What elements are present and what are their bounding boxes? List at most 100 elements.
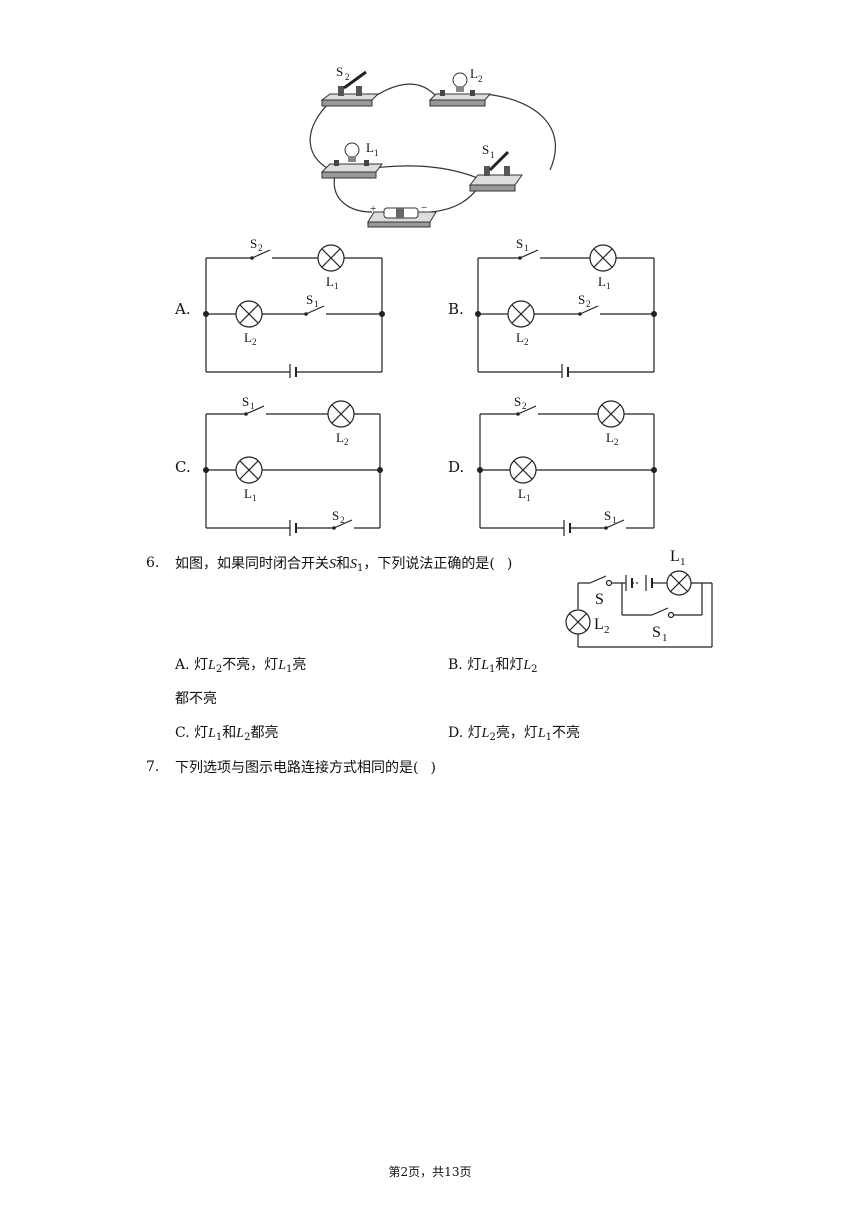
q6-var-s1: S [350, 557, 357, 572]
q6-var-s1-sub: 1 [357, 563, 364, 574]
q6-option-a-text2: 不亮，灯 [222, 657, 279, 673]
q6-stem-c: ，下列说法正确的是( [363, 556, 495, 572]
q6-fig-l2: L [594, 616, 604, 633]
option-b-mid-switch: S [578, 292, 585, 307]
option-d-bottom-switch: S [604, 508, 611, 523]
q6-option-c-letter: C. [175, 725, 190, 741]
q6-option-d-text2: 亮，灯 [495, 725, 538, 741]
option-c-bottom-switch-sub: 2 [340, 515, 345, 525]
option-c-letter: C. [175, 458, 191, 476]
option-a-top-switch: S [250, 236, 257, 251]
q6-option-d-letter: D. [448, 725, 464, 741]
q6-option-b[interactable]: B. 灯L1和灯L2 [448, 656, 538, 675]
option-d-mid-lamp: L [518, 486, 526, 501]
q6-option-a[interactable]: A. 灯L2不亮，灯L1亮 [175, 656, 306, 675]
kit-label-l1: L [366, 140, 374, 155]
q6-option-a-var2: L [278, 658, 286, 673]
option-d-circuit: S 2 L 2 L 1 S 1 [477, 394, 657, 536]
option-c-top-lamp-sub: 2 [344, 437, 349, 447]
q6-option-b-var1: L [481, 658, 489, 673]
option-c-circuit: S 1 L 2 L 1 S 2 [203, 394, 383, 536]
q6-fig-s1-sub: 1 [662, 632, 668, 644]
lamp-l1-device [320, 142, 383, 179]
q6-option-d-var2: L [537, 726, 546, 741]
q6-option-a-var2-sub: 1 [285, 664, 293, 675]
page-footer: 第2页，共13页 [388, 1165, 472, 1179]
q7-stem: 下列选项与图示电路连接方式相同的是() [175, 759, 436, 777]
q7-stem-a: 下列选项与图示电路连接方式相同的是( [175, 760, 419, 776]
q6-option-c-text1: 灯 [194, 725, 209, 741]
q6-option-d-var2-sub: 1 [545, 732, 552, 743]
q6-stem-b: 和 [336, 556, 350, 572]
option-c-bottom-switch: S [332, 508, 339, 523]
q6-option-c-text2: 和 [222, 725, 237, 741]
q6-option-d[interactable]: D. 灯L2亮，灯L1不亮 [448, 724, 580, 743]
q6-option-a-letter: A. [175, 657, 190, 673]
option-a-mid-switch-sub: 1 [314, 299, 319, 309]
battery-device [367, 207, 437, 228]
option-c-mid-lamp-sub: 1 [252, 493, 257, 503]
kit-label-minus: − [421, 202, 427, 214]
option-d-top-switch: S [514, 394, 521, 409]
kit-label-plus: + [370, 203, 376, 215]
option-b-top-switch-sub: 1 [524, 243, 529, 253]
option-a-mid-switch: S [306, 292, 313, 307]
q6-stem: 如图，如果同时闭合开关S和S1，下列说法正确的是() [175, 555, 512, 574]
q6-option-a-var1-sub: 2 [215, 664, 223, 675]
q6-option-c[interactable]: C. 灯L1和L2都亮 [175, 724, 278, 743]
q6-option-c-var1-sub: 1 [215, 732, 223, 743]
option-b-mid-lamp-sub: 2 [524, 337, 529, 347]
option-c-top-switch-sub: 1 [250, 401, 255, 411]
q6-option-d-var1: L [481, 726, 490, 741]
option-c-top-lamp: L [336, 430, 344, 445]
q6-option-c-text3: 都亮 [250, 725, 279, 741]
option-a-top-switch-sub: 2 [258, 243, 263, 253]
option-d-top-lamp: L [606, 430, 614, 445]
option-b-top-lamp: L [598, 274, 606, 289]
q6-stem-d: ) [506, 556, 513, 572]
q6-option-d-text3: 不亮 [551, 725, 580, 741]
q6-fig-s: S [595, 591, 604, 608]
switch-s1-device [468, 150, 523, 192]
option-a-top-lamp: L [326, 274, 334, 289]
option-b-letter: B. [448, 300, 464, 318]
lamp-l2-device [428, 72, 492, 107]
q6-fig-l2-sub: 2 [604, 624, 610, 636]
option-a-circuit: S 2 L 1 L 2 S 1 [203, 236, 385, 378]
q7-number: 7. [146, 759, 160, 775]
option-d-top-lamp-sub: 2 [614, 437, 619, 447]
q6-option-c-var2: L [236, 726, 245, 741]
q6-option-d-text1: 灯 [467, 725, 482, 741]
q6-option-a-var1: L [208, 658, 216, 673]
q6-option-b-var1-sub: 1 [489, 664, 496, 675]
q6-option-b-var2-sub: 2 [531, 664, 538, 675]
option-c-top-switch: S [242, 394, 249, 409]
option-b-mid-lamp: L [516, 330, 524, 345]
q6-fig-l1: L [670, 548, 680, 565]
q6-circuit-figure: L 1 S L 2 S 1 [565, 548, 713, 648]
option-d-letter: D. [448, 458, 465, 476]
option-a-top-lamp-sub: 1 [334, 281, 339, 291]
q6-option-b-text1: 灯 [467, 657, 482, 673]
q6-option-a-text1: 灯 [194, 657, 209, 673]
option-d-bottom-switch-sub: 1 [612, 515, 617, 525]
q6-option-c-var2-sub: 2 [244, 732, 251, 743]
q6-option-b-wrap: 都不亮 [175, 691, 217, 707]
q6-option-a-text3: 亮 [292, 657, 307, 673]
option-c-mid-lamp: L [244, 486, 252, 501]
kit-label-s2: S [336, 64, 343, 79]
q6-option-d-var1-sub: 2 [489, 732, 496, 743]
option-b-mid-switch-sub: 2 [586, 299, 591, 309]
option-b-top-switch: S [516, 236, 523, 251]
switch-s2-device [320, 70, 380, 107]
option-d-top-switch-sub: 2 [522, 401, 527, 411]
q7-stem-b: ) [430, 760, 436, 776]
q6-fig-s1: S [652, 624, 661, 641]
q6-stem-a: 如图，如果同时闭合开关 [175, 556, 329, 572]
q6-var-s: S [329, 557, 336, 572]
option-a-mid-lamp: L [244, 330, 252, 345]
kit-label-l1-sub: 1 [374, 148, 379, 158]
q6-fig-l1-sub: 1 [680, 556, 686, 568]
kit-label-l2-sub: 2 [478, 74, 483, 84]
option-b-circuit: S 1 L 1 L 2 S 2 [475, 236, 657, 378]
